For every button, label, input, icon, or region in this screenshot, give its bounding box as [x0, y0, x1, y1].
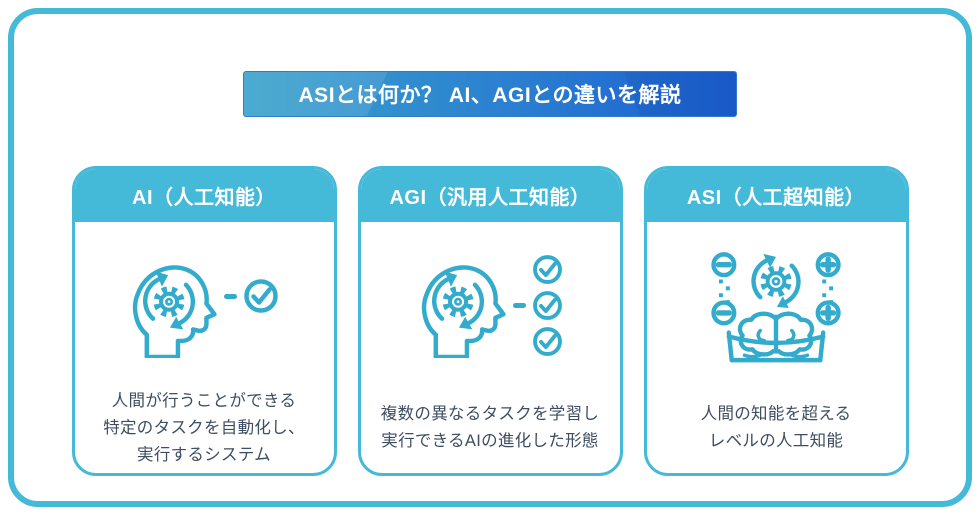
check-circle-icon [532, 290, 562, 320]
description-line: レベルの人工知能 [708, 432, 844, 450]
infographic-frame: ASIとは何か？ AI、AGIとの違いを解説 AI（人工知能） [8, 8, 972, 507]
card-ai-description: 人間が行うことができる 特定のタスクを自動化し、 実行するシステム [103, 380, 305, 473]
check-circle-icon [532, 254, 562, 284]
title-banner: ASIとは何か？ AI、AGIとの違いを解説 [243, 71, 737, 117]
card-ai-body: 人間が行うことができる 特定のタスクを自動化し、 実行するシステム [75, 222, 334, 473]
connector-dash [512, 302, 526, 308]
card-ai: AI（人工知能） [71, 166, 337, 476]
card-agi-header: AGI（汎用人工知能） [360, 169, 620, 222]
card-ai-icon-area [129, 236, 279, 380]
card-agi-description: 複数の異なるタスクを学習し 実行できるAIの進化した形態 [380, 380, 600, 473]
page-title: ASIとは何か？ AI、AGIとの違いを解説 [298, 84, 682, 107]
card-asi-description: 人間の知能を超える レベルの人工知能 [700, 380, 852, 473]
description-line: 実行できるAIの進化した形態 [381, 432, 599, 450]
description-line: 人間の知能を超える [700, 405, 852, 423]
card-ai-title: AI（人工知能） [132, 187, 276, 209]
cards-row: AI（人工知能） [14, 166, 966, 476]
check-circle-icon [244, 279, 278, 313]
head-gear-icon [421, 265, 506, 358]
card-asi: ASI（人工超知能） [643, 166, 909, 476]
check-circle-icon [532, 326, 562, 356]
checklist-icons [532, 254, 563, 357]
card-agi: AGI（汎用人工知能） [357, 166, 623, 476]
description-line: 実行するシステム [137, 445, 271, 464]
card-agi-body: 複数の異なるタスクを学習し 実行できるAIの進化した形態 [361, 222, 620, 473]
card-agi-title: AGI（汎用人工知能） [389, 187, 591, 209]
card-asi-body: 人間の知能を超える レベルの人工知能 [647, 222, 906, 473]
brain-gear-plus-minus-icon [711, 252, 841, 363]
card-asi-icon-area [707, 236, 845, 380]
description-line: 複数の異なるタスクを学習し [380, 405, 600, 423]
head-gear-icon [132, 265, 217, 358]
description-line: 特定のタスクを自動化し、 [103, 418, 305, 437]
connector-dash [224, 293, 237, 299]
card-asi-header: ASI（人工超知能） [646, 169, 906, 222]
card-ai-header: AI（人工知能） [74, 169, 334, 222]
card-asi-title: ASI（人工超知能） [686, 187, 866, 209]
description-line: 人間が行うことができる [111, 391, 297, 410]
card-agi-icon-area [418, 236, 563, 380]
